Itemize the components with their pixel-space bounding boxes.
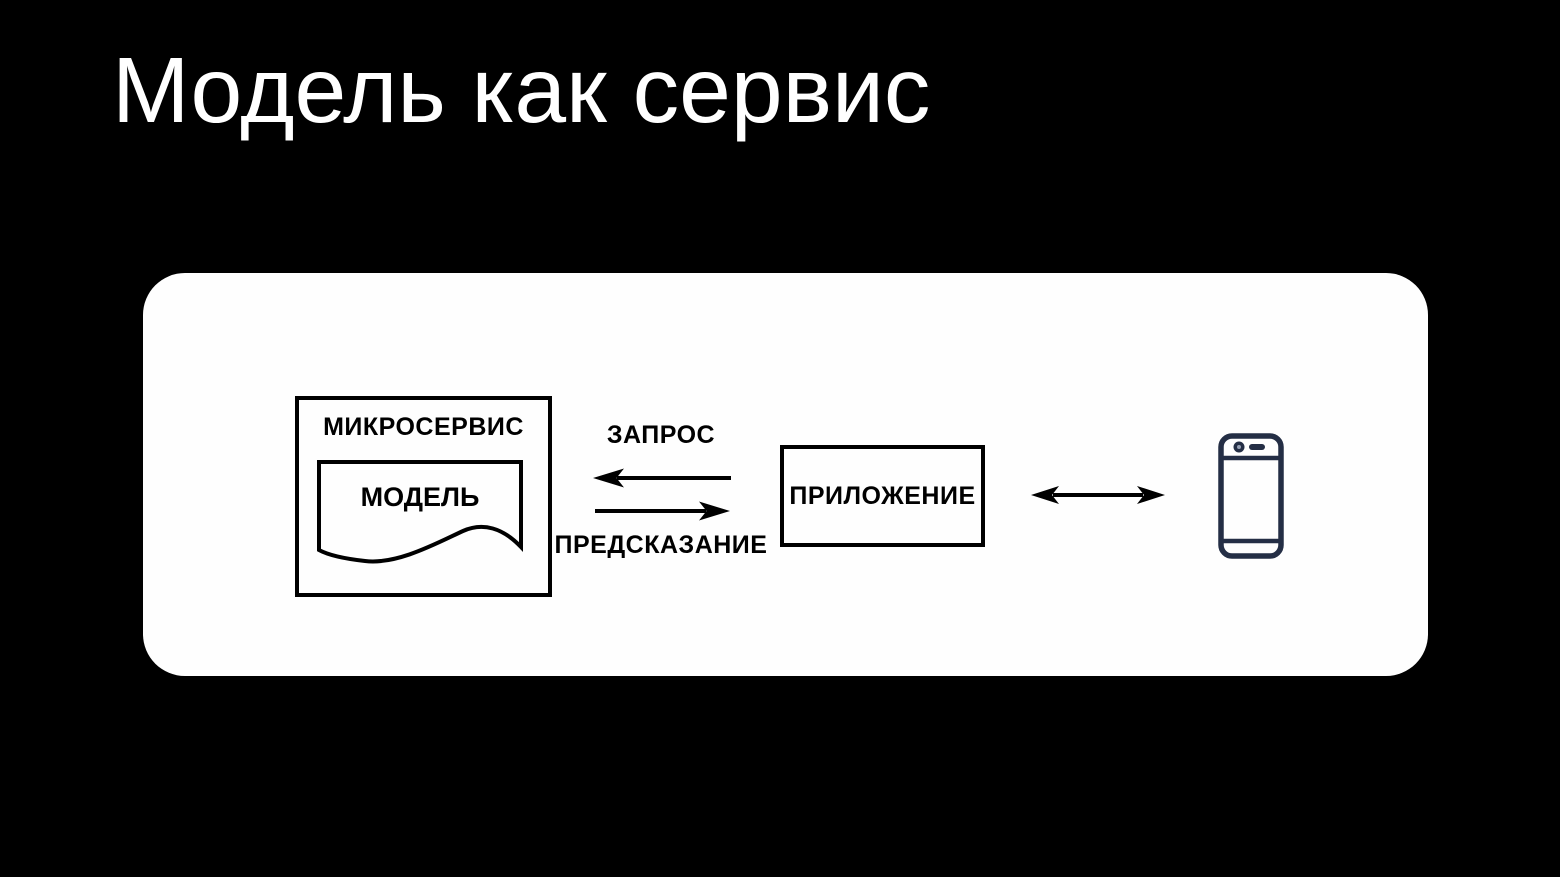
model-document-shape: МОДЕЛЬ [317,460,523,564]
application-label: ПРИЛОЖЕНИЕ [789,481,976,510]
document-shape-icon [317,460,523,564]
phone-speaker-icon [1249,444,1265,450]
microservice-box: МИКРОСЕРВИС [295,396,552,597]
diagram-card: МИКРОСЕРВИС МОДЕЛЬ ЗАПРОС ПРЕДСКАЗАНИЕ П… [143,273,1428,676]
prediction-label: ПРЕДСКАЗАНИЕ [554,531,768,559]
slide-title: Модель как сервис [112,38,931,142]
application-box: ПРИЛОЖЕНИЕ [780,445,985,547]
request-arrow-icon [593,468,731,488]
prediction-arrow-icon [595,501,730,521]
smartphone-icon [1218,433,1284,559]
request-label: ЗАПРОС [606,421,716,449]
model-label: МОДЕЛЬ [360,482,480,512]
bidirectional-arrow-icon [1031,486,1165,504]
microservice-label: МИКРОСЕРВИС [323,413,524,441]
